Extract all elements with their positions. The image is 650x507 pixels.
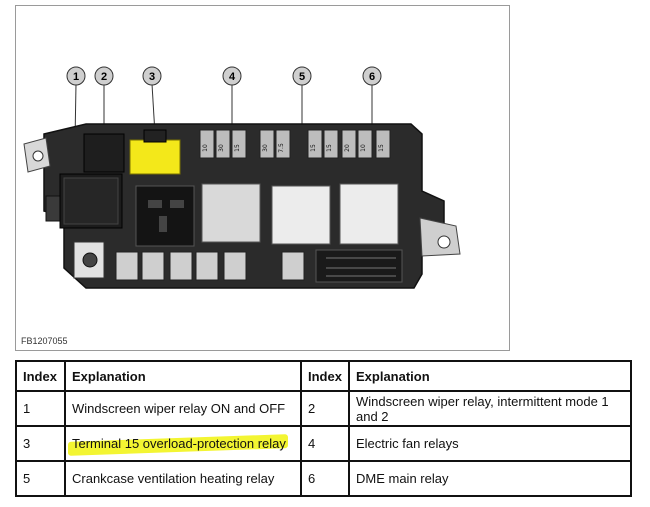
table-row: 5 Crankcase ventilation heating relay 6 … bbox=[15, 460, 632, 497]
relay-5 bbox=[271, 185, 331, 245]
explanation-cell: Windscreen wiper relay ON and OFF bbox=[64, 390, 302, 427]
index-cell: 4 bbox=[300, 425, 350, 462]
figure-code: FB1207055 bbox=[21, 336, 68, 346]
index-cell: 2 bbox=[300, 390, 350, 427]
svg-text:4: 4 bbox=[229, 71, 236, 83]
index-cell: 1 bbox=[15, 390, 66, 427]
svg-text:6: 6 bbox=[369, 71, 375, 83]
fuse-box-diagram: 10 30 15 30 7.5 15 15 20 10 15 bbox=[23, 66, 461, 289]
mount-hole-left bbox=[32, 150, 44, 162]
callout-4: 4 bbox=[222, 66, 242, 86]
fuse-label: 15 bbox=[378, 144, 385, 152]
fuse-label: 15 bbox=[326, 144, 333, 152]
header-index: Index bbox=[300, 360, 350, 392]
svg-text:1: 1 bbox=[73, 71, 79, 83]
fuse-label: 10 bbox=[202, 144, 209, 152]
table-header-row: Index Explanation Index Explanation bbox=[15, 360, 632, 392]
highlighted-explanation: Terminal 15 overload-protection relay bbox=[72, 436, 286, 451]
callout-3: 3 bbox=[142, 66, 162, 86]
callouts: 1 2 3 4 5 6 bbox=[66, 66, 382, 86]
header-index: Index bbox=[15, 360, 66, 392]
bottom-fuse-row bbox=[115, 251, 305, 281]
top-fuse-row bbox=[199, 129, 391, 159]
index-cell: 6 bbox=[300, 460, 350, 497]
explanation-cell: Windscreen wiper relay, intermittent mod… bbox=[348, 390, 632, 427]
highlighted-text: Terminal 15 overload-protection relay bbox=[68, 434, 288, 456]
fuse-label: 15 bbox=[234, 144, 241, 152]
terminal-stud bbox=[82, 252, 98, 268]
callout-1: 1 bbox=[66, 66, 86, 86]
table-row: 1 Windscreen wiper relay ON and OFF 2 Wi… bbox=[15, 390, 632, 427]
relay-3-highlighted bbox=[129, 139, 181, 175]
mount-hole-right bbox=[437, 235, 451, 249]
callout-5: 5 bbox=[292, 66, 312, 86]
fuse-label: 30 bbox=[262, 144, 269, 152]
explanation-cell: DME main relay bbox=[348, 460, 632, 497]
explanation-cell: Electric fan relays bbox=[348, 425, 632, 462]
fuse-box-figure: 10 30 15 30 7.5 15 15 20 10 15 bbox=[15, 5, 510, 351]
connector-block bbox=[315, 249, 403, 283]
explanation-cell: Crankcase ventilation heating relay bbox=[64, 460, 302, 497]
fuse-label: 7.5 bbox=[278, 143, 285, 153]
fuse-label: 30 bbox=[218, 144, 225, 152]
relay-4 bbox=[201, 183, 261, 243]
svg-text:3: 3 bbox=[149, 71, 155, 83]
callout-6: 6 bbox=[362, 66, 382, 86]
header-explanation: Explanation bbox=[348, 360, 632, 392]
fuse-label: 15 bbox=[310, 144, 317, 152]
index-cell: 5 bbox=[15, 460, 66, 497]
legend-table: Index Explanation Index Explanation 1 Wi… bbox=[15, 360, 632, 497]
relay-6 bbox=[339, 183, 399, 245]
relay-2 bbox=[83, 133, 125, 173]
header-explanation: Explanation bbox=[64, 360, 302, 392]
table-row: 3 Terminal 15 overload-protection relay … bbox=[15, 425, 632, 462]
callout-2: 2 bbox=[94, 66, 114, 86]
svg-text:2: 2 bbox=[101, 71, 107, 83]
fuse-label: 10 bbox=[360, 144, 367, 152]
fuse-label: 20 bbox=[344, 144, 351, 152]
svg-text:5: 5 bbox=[299, 71, 305, 83]
index-cell: 3 bbox=[15, 425, 66, 462]
explanation-cell-highlighted: Terminal 15 overload-protection relay bbox=[64, 425, 302, 462]
